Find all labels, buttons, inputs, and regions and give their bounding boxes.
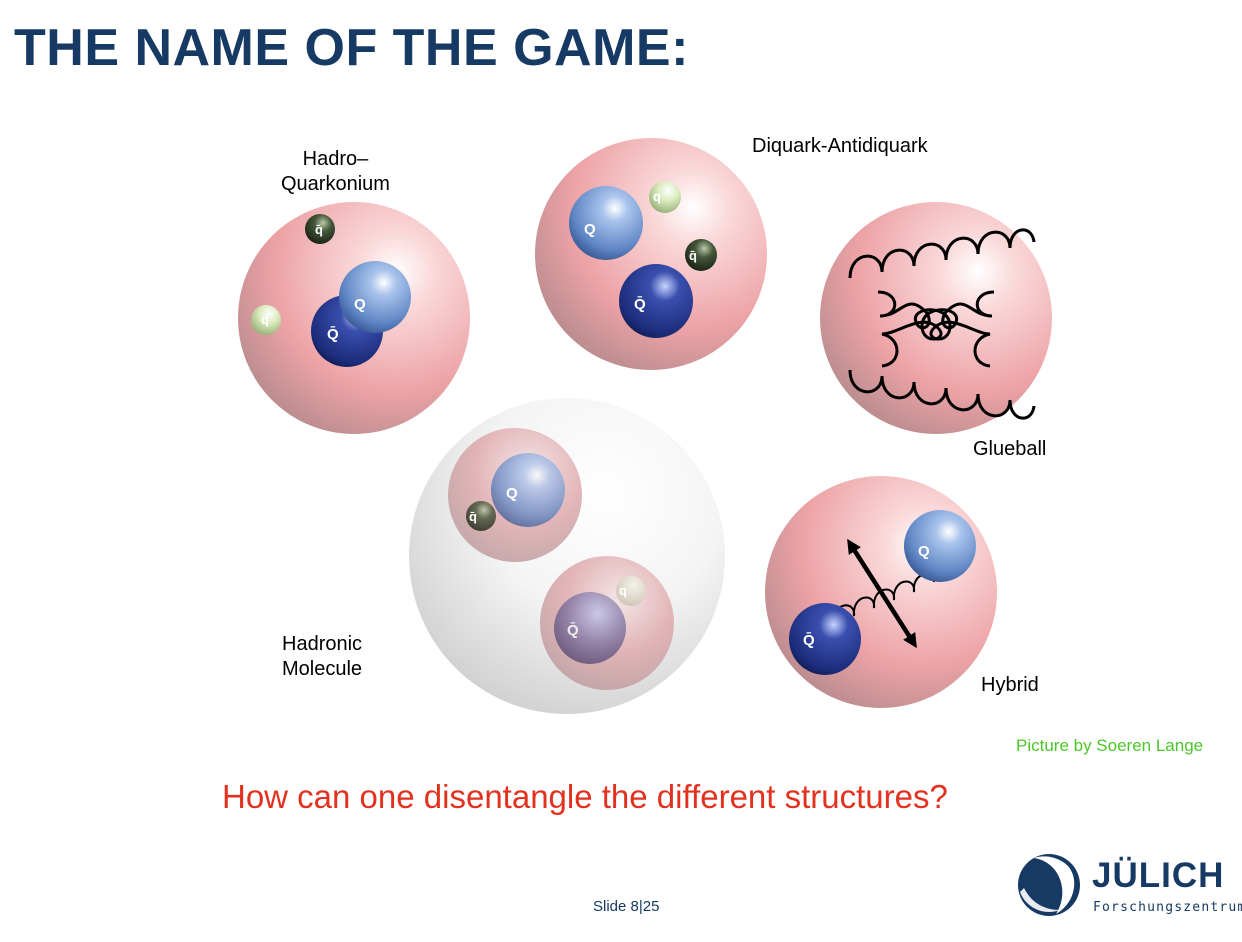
heavy-antiquark [619,264,693,338]
label-hadro-quarkonium-line1: Hadro– [302,148,369,170]
light-antiquark-label: q̄ [689,248,697,263]
gluon-line-cross-2 [881,290,995,368]
heavy-quark-label: Q [506,485,518,502]
juelich-logo-subtitle: Forschungszentrum [1093,900,1242,915]
light-antiquark [466,501,496,531]
label-hybrid: Hybrid [981,674,1039,696]
heavy-antiquark-label: Q̄ [327,325,339,343]
heavy-quark [339,261,411,333]
juelich-logo-name: JÜLICH [1092,856,1225,895]
light-quark [251,305,281,335]
glueball [820,202,1052,434]
slide-title: THE NAME OF THE GAME: [14,19,689,77]
light-antiquark-label: q̄ [469,509,477,524]
label-glueball: Glueball [973,438,1047,460]
light-quark-label: q [261,312,269,327]
heavy-quark-label: Q [584,221,596,238]
heavy-antiquark-label: Q̄ [567,621,579,639]
light-quark-label: q [653,189,661,204]
heavy-antiquark-label: Q̄ [803,631,815,649]
hybrid: Q Q̄ [765,476,997,708]
light-quark-label: q [619,583,627,598]
heavy-antiquark-label: Q̄ [634,295,646,313]
excitation-arrow [847,538,917,649]
hadron-sphere [820,202,1052,434]
juelich-logo-mark [1018,854,1080,916]
light-quark [649,181,681,213]
heavy-quark [904,510,976,582]
label-hadro-quarkonium-line2: Quarkonium [281,173,390,195]
gluon-loops [848,228,1036,420]
heavy-quark-label: Q [918,543,930,560]
gluon-line-bottom [848,369,1036,420]
label-diquark-antidiquark: Diquark-Antidiquark [752,135,928,157]
label-hadro-quarkonium: Hadro– Quarkonium [281,147,390,197]
slide-question: How can one disentangle the different st… [222,778,948,815]
heavy-quark-label: Q [354,296,366,313]
label-hadronic-molecule-line2: Molecule [282,658,363,680]
heavy-quark [569,186,643,260]
hadronic-molecule: Q q̄ Q̄ q [409,398,725,714]
picture-credit: Picture by Soeren Lange [1016,736,1204,755]
light-quark [616,576,646,606]
juelich-logo: JÜLICH Forschungszentrum [1016,852,1242,920]
heavy-quark [491,453,565,527]
diquark-antidiquark: Q q q̄ Q̄ [535,138,767,370]
heavy-antiquark [554,592,626,664]
label-hadronic-molecule-line1: Hadronic [282,633,363,655]
slide-number: Slide 8|25 [593,898,660,915]
light-antiquark-label: q̄ [315,222,323,237]
label-hadronic-molecule: Hadronic Molecule [282,632,362,682]
heavy-antiquark [789,603,861,675]
gluon-line-top [848,228,1036,279]
light-antiquark [305,214,335,244]
hadro-quarkonium: q̄ q Q̄ Q [238,202,470,434]
light-antiquark [685,239,717,271]
